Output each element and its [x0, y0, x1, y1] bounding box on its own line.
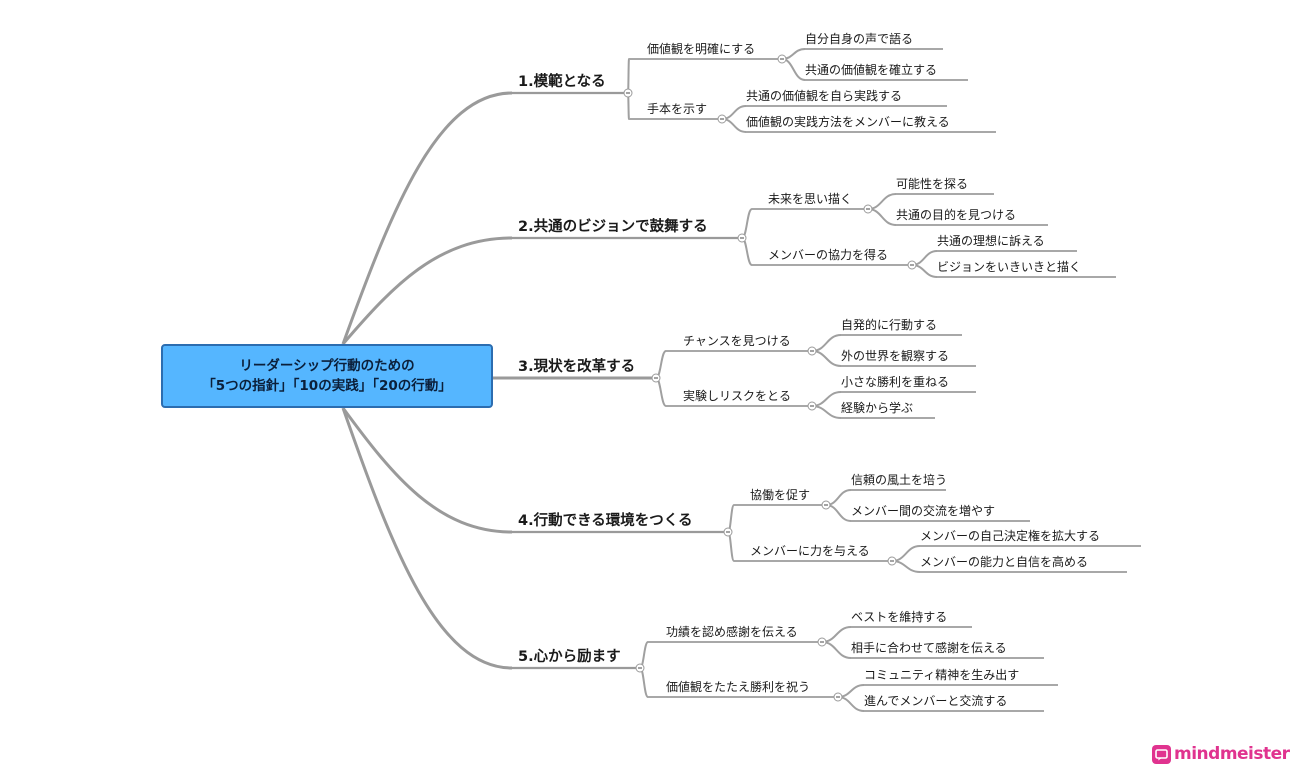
subtopic-4-2[interactable]: メンバーに力を与える [750, 544, 870, 558]
leaf-2-2-1[interactable]: 共通の理想に訴える [937, 233, 1045, 248]
collapse-toggle-icon[interactable] [907, 260, 917, 270]
leaf-4-1-1[interactable]: 信頼の風土を培う [851, 472, 947, 487]
subtopic-1-1[interactable]: 価値観を明確にする [647, 41, 755, 56]
connector-line [811, 350, 842, 367]
main-topic-4[interactable]: 4.行動できる環境をつくる [518, 511, 693, 529]
main-topic-1[interactable]: 1.模範となる [518, 72, 606, 90]
collapse-toggle-icon[interactable] [807, 346, 817, 356]
connector-line [741, 208, 753, 239]
collapse-toggle-icon[interactable] [623, 88, 633, 98]
central-topic[interactable]: リーダーシップ行動のための 「5つの指針」「10の実践」「20の行動」 [161, 344, 493, 408]
leaf-3-2-2[interactable]: 経験から学ぶ [841, 400, 913, 415]
leaf-5-2-1[interactable]: コミュニティ精神を生み出す [864, 668, 1019, 682]
main-topic-3[interactable]: 3.現状を改革する [518, 357, 635, 375]
main-topic-2[interactable]: 2.共通のビジョンで鼓舞する [518, 217, 708, 235]
collapse-toggle-icon[interactable] [887, 556, 897, 566]
leaf-1-2-1[interactable]: 共通の価値観を自ら実践する [746, 88, 902, 103]
leaf-3-1-2[interactable]: 外の世界を観察する [841, 349, 949, 363]
subtopic-3-1[interactable]: チャンスを見つける [683, 334, 791, 348]
leaf-1-2-2[interactable]: 価値観の実践方法をメンバーに教える [746, 114, 950, 129]
subtopic-2-1[interactable]: 未来を思い描く [768, 192, 852, 206]
connector-line [341, 236, 513, 345]
connector-line [811, 334, 842, 352]
connector-line [341, 407, 513, 670]
collapse-toggle-icon[interactable] [723, 527, 733, 537]
collapse-toggle-icon[interactable] [737, 233, 747, 243]
collapse-toggle-icon[interactable] [807, 401, 817, 411]
leaf-3-2-1[interactable]: 小さな勝利を重ねる [841, 374, 949, 389]
subtopic-5-2[interactable]: 価値観をたたえ勝利を祝う [666, 679, 810, 694]
subtopic-1-2[interactable]: 手本を示す [647, 102, 707, 116]
collapse-toggle-icon[interactable] [817, 637, 827, 647]
connector-line [781, 58, 806, 81]
connector-line [821, 626, 852, 643]
collapse-toggle-icon[interactable] [833, 692, 843, 702]
leaf-3-1-1[interactable]: 自発的に行動する [841, 317, 937, 332]
mindmeister-logo-text: mindmeister [1174, 744, 1290, 764]
connector-line [639, 667, 649, 698]
connector-line [811, 391, 842, 407]
mindmeister-logo-icon [1152, 744, 1171, 764]
connector-line [341, 91, 513, 345]
leaf-2-1-1[interactable]: 可能性を探る [896, 177, 968, 191]
main-topic-5[interactable]: 5.心から励ます [518, 648, 621, 665]
leaf-5-1-1[interactable]: ベストを維持する [851, 609, 947, 624]
connector-line [891, 545, 921, 562]
collapse-toggle-icon[interactable] [651, 373, 661, 383]
connector-line [867, 193, 897, 210]
connector-line [811, 405, 842, 419]
leaf-5-2-2[interactable]: 進んでメンバーと交流する [864, 693, 1007, 708]
subtopic-5-1[interactable]: 功績を認め感謝を伝える [666, 624, 798, 639]
leaf-4-1-2[interactable]: メンバー間の交流を増やす [851, 503, 995, 518]
leaf-2-2-2[interactable]: ビジョンをいきいきと描く [937, 260, 1081, 274]
collapse-toggle-icon[interactable] [821, 500, 831, 510]
leaf-4-2-2[interactable]: メンバーの能力と自信を高める [920, 554, 1088, 569]
collapse-toggle-icon[interactable] [717, 114, 727, 124]
leaf-4-2-1[interactable]: メンバーの自己決定権を拡大する [920, 528, 1100, 543]
subtopic-4-1[interactable]: 協働を促す [750, 487, 810, 502]
subtopic-3-2[interactable]: 実験しリスクをとる [683, 388, 791, 403]
leaf-5-1-2[interactable]: 相手に合わせて感謝を伝える [851, 640, 1007, 655]
collapse-toggle-icon[interactable] [863, 204, 873, 214]
subtopic-2-2[interactable]: メンバーの協力を得る [768, 247, 888, 262]
connector-line [341, 407, 513, 534]
central-topic-line-1: リーダーシップ行動のための [239, 358, 415, 374]
connector-line [821, 641, 852, 659]
leaf-2-1-2[interactable]: 共通の目的を見つける [896, 207, 1016, 222]
collapse-toggle-icon[interactable] [635, 663, 645, 673]
connector-line [891, 560, 921, 573]
leaf-1-1-1[interactable]: 自分自身の声で語る [805, 31, 913, 46]
connector-line [627, 58, 630, 94]
collapse-toggle-icon[interactable] [777, 54, 787, 64]
central-topic-line-2: 「5つの指針」「10の実践」「20の行動」 [202, 378, 452, 394]
mindmeister-logo: mindmeister [1152, 744, 1290, 764]
leaf-1-1-2[interactable]: 共通の価値観を確立する [805, 62, 937, 77]
connector-line [867, 208, 897, 226]
